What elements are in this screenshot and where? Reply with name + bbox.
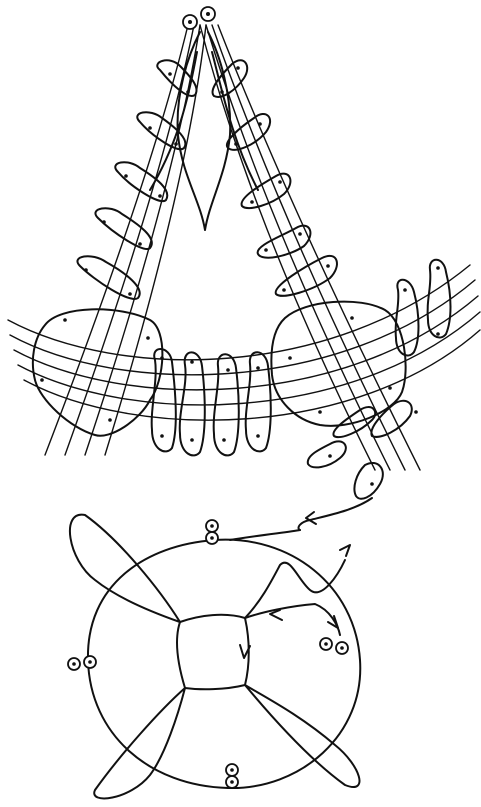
- lobe-bottom-right: [245, 685, 359, 787]
- lobe-top-left: [70, 515, 180, 622]
- lobe-bottom-left: [94, 688, 185, 798]
- outer-ring: [88, 540, 360, 788]
- inner-path: [230, 530, 340, 635]
- arrow-right-upper: [340, 545, 350, 556]
- ring-pins-bottom: [226, 764, 238, 788]
- lace-triangle: [8, 7, 480, 530]
- center-square: [177, 615, 249, 689]
- right-ovals: [213, 60, 337, 296]
- ring-pins-top: [206, 520, 218, 544]
- lobe-top-right: [245, 560, 345, 618]
- right-leg-threads: [200, 25, 420, 470]
- curved-band-threads: [8, 265, 480, 420]
- ring-pins-right: [320, 638, 348, 654]
- ring-motif: [68, 515, 360, 799]
- connecting-thread: [298, 498, 372, 530]
- ring-pins-left: [68, 656, 96, 670]
- top-start-pins: [183, 7, 215, 29]
